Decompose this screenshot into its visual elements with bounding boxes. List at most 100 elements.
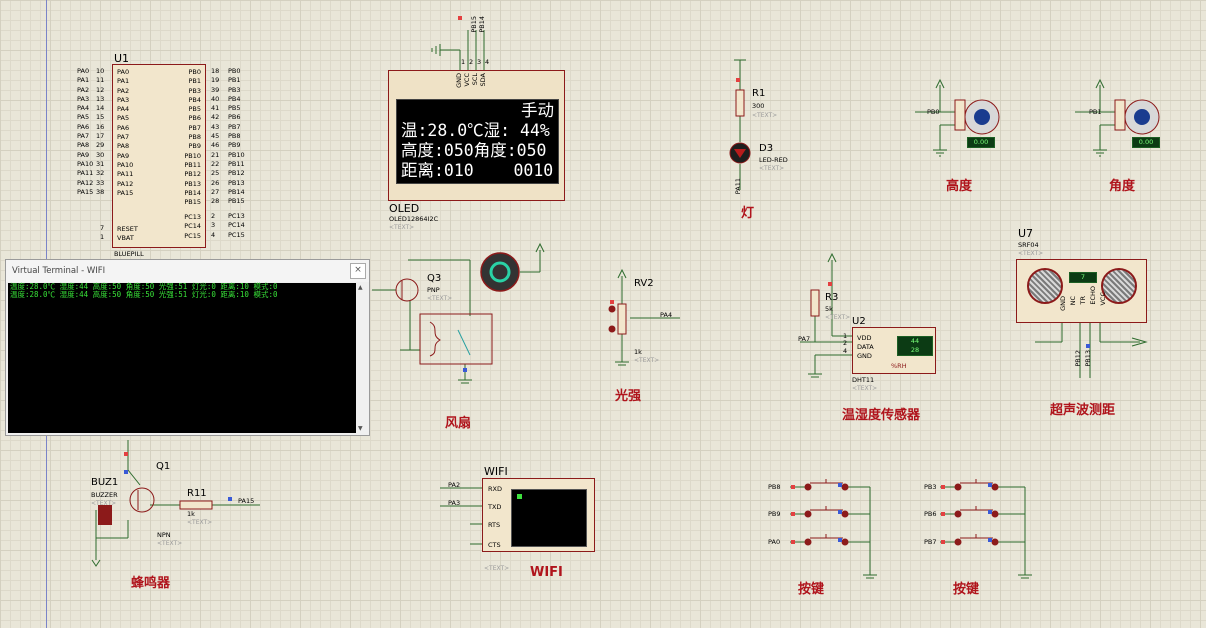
fan-transistor-ref: Q3 xyxy=(427,273,442,284)
mcu-pc-pin-name-0: PC13 xyxy=(184,213,201,221)
mcu-left-pin-num-6: 16 xyxy=(96,122,105,131)
mcu-right-pin-net-14: PB15 xyxy=(228,197,245,206)
oled-pin-scl: SCL xyxy=(471,73,479,86)
mcu-right-pin-net-7: PB8 xyxy=(228,132,241,141)
mcu-vbat-num: 1 xyxy=(100,233,105,241)
mcu-left-pin-num-5: 15 xyxy=(96,113,105,122)
oled-line-4: 距离:010 0010 xyxy=(401,161,554,180)
servo-angle-label: 角度 xyxy=(1109,179,1136,194)
sonar-transducer-right-icon xyxy=(1101,268,1137,304)
mcu-left-pin-name-5: PA5 xyxy=(117,114,130,123)
mcu-right-pin-net-11: PB12 xyxy=(228,169,245,178)
oled-display-module[interactable]: GND VCC SCL SDA 手动 温:28.0℃湿: 44% 高度:050角… xyxy=(388,70,565,201)
mcu-left-pin-net-6: PA6 xyxy=(77,122,90,131)
mcu-right-pin-num-6: 43 xyxy=(211,122,220,131)
key5-net: PB6 xyxy=(924,510,937,518)
buzzer-res-value: 1k xyxy=(187,510,195,518)
mcu-right-pin-num-8: 46 xyxy=(211,141,220,150)
mcu-vbat-label: VBAT xyxy=(117,234,134,242)
mcu-pc-pin-name-2: PC15 xyxy=(184,231,201,240)
mcu-pc-pin-num-0: 2 xyxy=(211,212,216,220)
led-text-tag: <TEXT> xyxy=(759,165,785,172)
mcu-pc-pin-name-1: PC14 xyxy=(184,222,201,231)
mcu-left-pin-net-2: PA2 xyxy=(77,85,90,94)
servo-height-label: 高度 xyxy=(946,179,973,194)
pot-label: 光强 xyxy=(615,389,642,404)
mcu-left-pin-net-12: PA12 xyxy=(77,178,94,187)
mcu-part: BLUEPILL xyxy=(114,250,144,258)
sonar-pin-echo: ECHO xyxy=(1089,286,1097,305)
oled-pin-num-1: 1 xyxy=(461,58,466,66)
mcu-right-pin-net-0: PB0 xyxy=(228,67,241,75)
mcu-left-pin-name-11: PA11 xyxy=(117,170,134,179)
sonar-transducer-left-icon xyxy=(1027,268,1063,304)
key6-net: PB7 xyxy=(924,538,937,546)
dht-label: 温湿度传感器 xyxy=(842,408,921,423)
mcu-left-pin-num-4: 14 xyxy=(96,104,105,113)
mcu-right-pin-name-14: PB15 xyxy=(184,198,201,207)
mcu-right-pin-num-2: 39 xyxy=(211,85,220,94)
mcu-left-pin-net-11: PA11 xyxy=(77,169,94,178)
scroll-up-icon[interactable]: ▲ xyxy=(358,284,363,291)
mcu-right-pin-name-12: PB13 xyxy=(184,179,201,188)
mcu-left-pin-name-4: PA4 xyxy=(117,105,130,114)
mcu-right-pin-num-1: 19 xyxy=(211,76,220,85)
mcu-left-pin-name-10: PA10 xyxy=(117,160,134,169)
dht-part: DHT11 xyxy=(852,376,875,384)
dht-pin-gnd: GND xyxy=(857,352,872,360)
led-ref: D3 xyxy=(759,143,774,154)
mcu-right-pin-name-8: PB9 xyxy=(188,142,201,151)
oled-screen: 手动 温:28.0℃湿: 44% 高度:050角度:050 距离:010 001… xyxy=(396,99,559,184)
mcu-pc-pin-num-1: 3 xyxy=(211,221,216,230)
mcu-left-pin-net-5: PA5 xyxy=(77,113,90,122)
key4-net: PB3 xyxy=(924,483,937,491)
mcu-right-pin-net-9: PB10 xyxy=(228,150,245,159)
sonar-pin-nc: NC xyxy=(1069,296,1077,306)
wifi-net-pa2: PA2 xyxy=(448,481,461,489)
wifi-pin-txd: TXD xyxy=(488,503,502,511)
buzzer-text-tag: <TEXT> xyxy=(91,500,117,507)
led-part: LED-RED xyxy=(759,156,788,164)
sonar-readout: 7 xyxy=(1069,272,1097,283)
dht-pin-num-2: 2 xyxy=(843,339,848,347)
terminal-scrollbar[interactable]: ▲ ▼ xyxy=(356,283,367,433)
dht-net: PA7 xyxy=(798,335,811,343)
oled-pin-vcc: VCC xyxy=(463,73,471,87)
buzzer-transistor-text-tag: <TEXT> xyxy=(157,540,183,547)
srf04-sensor[interactable]: 7 GND NC TR ECHO VCC xyxy=(1016,259,1147,323)
buzzer-ref: BUZ1 xyxy=(91,477,119,488)
mcu-left-pin-net-10: PA10 xyxy=(77,159,94,168)
buzzer-part: BUZZER xyxy=(91,491,118,499)
wifi-screen xyxy=(511,489,587,547)
mcu-left-pin-num-10: 31 xyxy=(96,159,105,168)
dht11-sensor[interactable]: VDD DATA GND 44 28 %RH xyxy=(852,327,936,374)
servo-height-readout: 0.00 xyxy=(967,137,995,148)
wifi-module[interactable]: RXD TXD RTS CTS xyxy=(482,478,595,552)
terminal-output[interactable]: 温度:28.0℃ 湿度:44 高度:50 角度:50 光强:51 灯光:0 距离… xyxy=(8,283,357,433)
virtual-terminal-window[interactable]: Virtual Terminal - WIFI × 温度:28.0℃ 湿度:44… xyxy=(5,259,370,436)
pot-value: 1k xyxy=(634,348,642,356)
terminal-close-button[interactable]: × xyxy=(350,263,366,279)
mcu-right-pin-num-14: 28 xyxy=(211,197,220,206)
mcu-right-pin-name-9: PB10 xyxy=(184,151,201,160)
light-res-text-tag: <TEXT> xyxy=(752,112,778,119)
oled-pin-num-2: 2 xyxy=(469,58,474,66)
wifi-pin-rxd: RXD xyxy=(488,485,502,493)
dht-temp-reading: 44 xyxy=(910,337,920,345)
oled-net-sda: PB14 xyxy=(478,16,486,33)
sonar-pin-vcc: VCC xyxy=(1099,292,1107,306)
light-res-value: 300 xyxy=(752,102,765,110)
oled-pin-num-4: 4 xyxy=(485,58,490,66)
scroll-down-icon[interactable]: ▼ xyxy=(358,425,363,432)
mcu-left-pin-name-12: PA12 xyxy=(117,179,134,188)
mcu-pc-pin-net-0: PC13 xyxy=(228,212,245,220)
wifi-label: WIFI xyxy=(530,565,563,580)
buzzer-transistor-ref: Q1 xyxy=(156,461,171,472)
mcu-left-pin-net-4: PA4 xyxy=(77,104,90,113)
